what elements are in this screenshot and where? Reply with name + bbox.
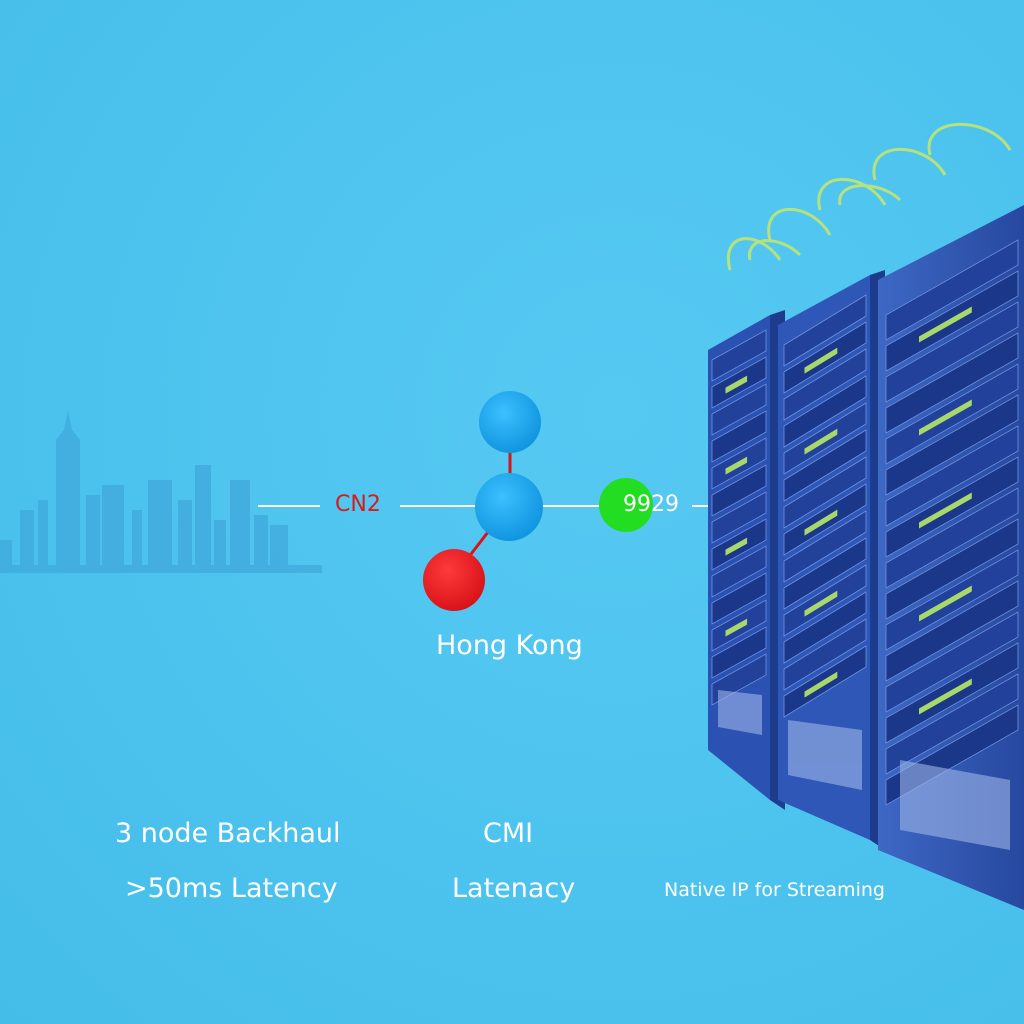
server-led-panel xyxy=(919,678,972,715)
server-led-panel xyxy=(804,347,838,374)
server-unit xyxy=(783,348,867,421)
node-top-blue xyxy=(479,391,541,453)
server-unit xyxy=(711,545,767,598)
feature-backhaul: 3 node Backhaul xyxy=(115,818,341,849)
server-unit xyxy=(711,464,767,517)
server-unit xyxy=(885,611,1019,713)
network-diagram xyxy=(258,391,858,611)
node-red xyxy=(423,549,485,611)
node-hub-blue xyxy=(475,473,543,541)
server-unit xyxy=(885,394,1019,496)
server-led-panel xyxy=(804,509,838,536)
server-unit xyxy=(783,591,867,664)
server-led-panel xyxy=(919,585,972,622)
server-led-panel xyxy=(919,399,972,436)
server-unit xyxy=(885,487,1019,589)
server-unit xyxy=(711,410,767,463)
server-led-panel xyxy=(725,456,748,475)
server-rack-illustration xyxy=(708,122,1024,910)
hong-kong-label: Hong Kong xyxy=(436,630,583,661)
city-skyline-illustration xyxy=(0,410,322,573)
server-unit xyxy=(783,429,867,502)
server-unit xyxy=(885,673,1019,775)
server-unit xyxy=(783,375,867,448)
cn2-link-label: CN2 xyxy=(335,492,381,517)
server-unit xyxy=(885,301,1019,403)
server-unit xyxy=(885,518,1019,620)
server-led-panel xyxy=(804,428,838,455)
server-led-panel xyxy=(725,618,748,637)
server-led-panel xyxy=(725,537,748,556)
server-unit xyxy=(711,329,767,382)
9929-link-label: 9929 xyxy=(623,492,679,517)
server-unit xyxy=(711,491,767,544)
server-unit xyxy=(885,425,1019,527)
feature-latency-mid: Latenacy xyxy=(452,873,576,904)
server-unit xyxy=(885,239,1019,341)
server-unit xyxy=(783,294,867,367)
server-unit xyxy=(783,510,867,583)
server-unit xyxy=(783,618,867,691)
server-unit xyxy=(711,626,767,679)
connector-red xyxy=(466,531,490,559)
server-unit xyxy=(783,537,867,610)
server-led-panel xyxy=(804,590,838,617)
server-unit xyxy=(783,456,867,529)
feature-latency-left: >50ms Latency xyxy=(125,873,338,904)
server-unit xyxy=(711,383,767,436)
feature-cmi: CMI xyxy=(483,818,534,849)
server-unit xyxy=(885,580,1019,682)
server-led-panel xyxy=(804,671,838,698)
server-unit xyxy=(885,332,1019,434)
feature-native-ip: Native IP for Streaming xyxy=(664,879,885,901)
server-led-panel xyxy=(725,375,748,394)
server-unit xyxy=(711,572,767,625)
server-led-panel xyxy=(919,492,972,529)
server-led-panel xyxy=(919,306,972,343)
node-green xyxy=(599,478,653,532)
